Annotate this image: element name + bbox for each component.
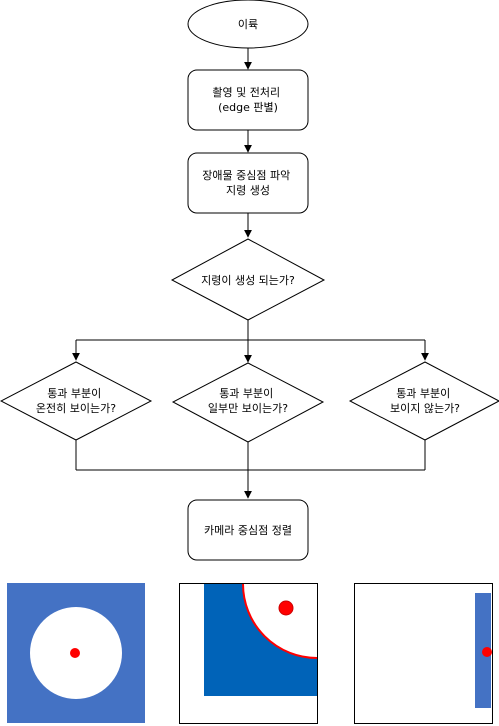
decision-label: 지령이 생성 되는가? bbox=[201, 274, 295, 287]
full-view-label: 통과 부분이 온전히 보이는가? bbox=[36, 387, 116, 415]
align-node bbox=[187, 499, 309, 561]
partial-view-label-line-2: 일부만 보이는가? bbox=[208, 401, 288, 415]
no-view-label: 통과 부분이 보이지 않는가? bbox=[390, 387, 460, 415]
no-view-center-marker bbox=[482, 647, 492, 657]
start-label: 이륙 bbox=[238, 18, 258, 31]
partial-view-opening bbox=[243, 584, 317, 658]
illustration-no-view bbox=[354, 583, 493, 724]
partial-view-decision bbox=[171, 362, 325, 443]
full-view-label-line-1: 통과 부분이 bbox=[47, 387, 101, 400]
capture-node bbox=[187, 69, 309, 131]
full-view-decision bbox=[0, 361, 153, 441]
no-view-label-line-2: 보이지 않는가? bbox=[390, 402, 460, 415]
waypoint-node bbox=[187, 152, 309, 214]
no-view-label-line-1: 통과 부분이 bbox=[396, 387, 450, 400]
full-view-center-marker bbox=[70, 648, 80, 658]
align-label: 카메라 중심점 정렬 bbox=[204, 524, 292, 537]
start-node bbox=[187, 0, 309, 49]
partial-view-center-marker bbox=[278, 600, 294, 616]
decision-node bbox=[170, 238, 326, 321]
no-view-decision bbox=[348, 361, 499, 441]
connectors bbox=[72, 48, 429, 499]
waypoint-label-line-1: 장애물 중심점 파악 bbox=[202, 169, 290, 182]
partial-view-label-line-1: 통과 부분이 bbox=[219, 387, 273, 400]
illustration-partial-view bbox=[179, 583, 318, 724]
partial-view-opening-edge bbox=[242, 583, 318, 659]
capture-label: 촬영 및 전처리 (edge 판별) bbox=[212, 86, 283, 114]
waypoint-label-line-2: 지령 생성 bbox=[226, 184, 270, 197]
illustration-full-view bbox=[7, 583, 145, 723]
no-view-frame bbox=[354, 583, 493, 724]
capture-label-line-2: (edge 판별) bbox=[218, 101, 278, 114]
waypoint-label: 장애물 중심점 파악 지령 생성 bbox=[202, 169, 293, 197]
capture-label-line-1: 촬영 및 전처리 bbox=[212, 86, 280, 99]
full-view-label-line-2: 온전히 보이는가? bbox=[36, 401, 116, 415]
partial-view-label: 통과 부분이 일부만 보이는가? bbox=[208, 387, 288, 415]
